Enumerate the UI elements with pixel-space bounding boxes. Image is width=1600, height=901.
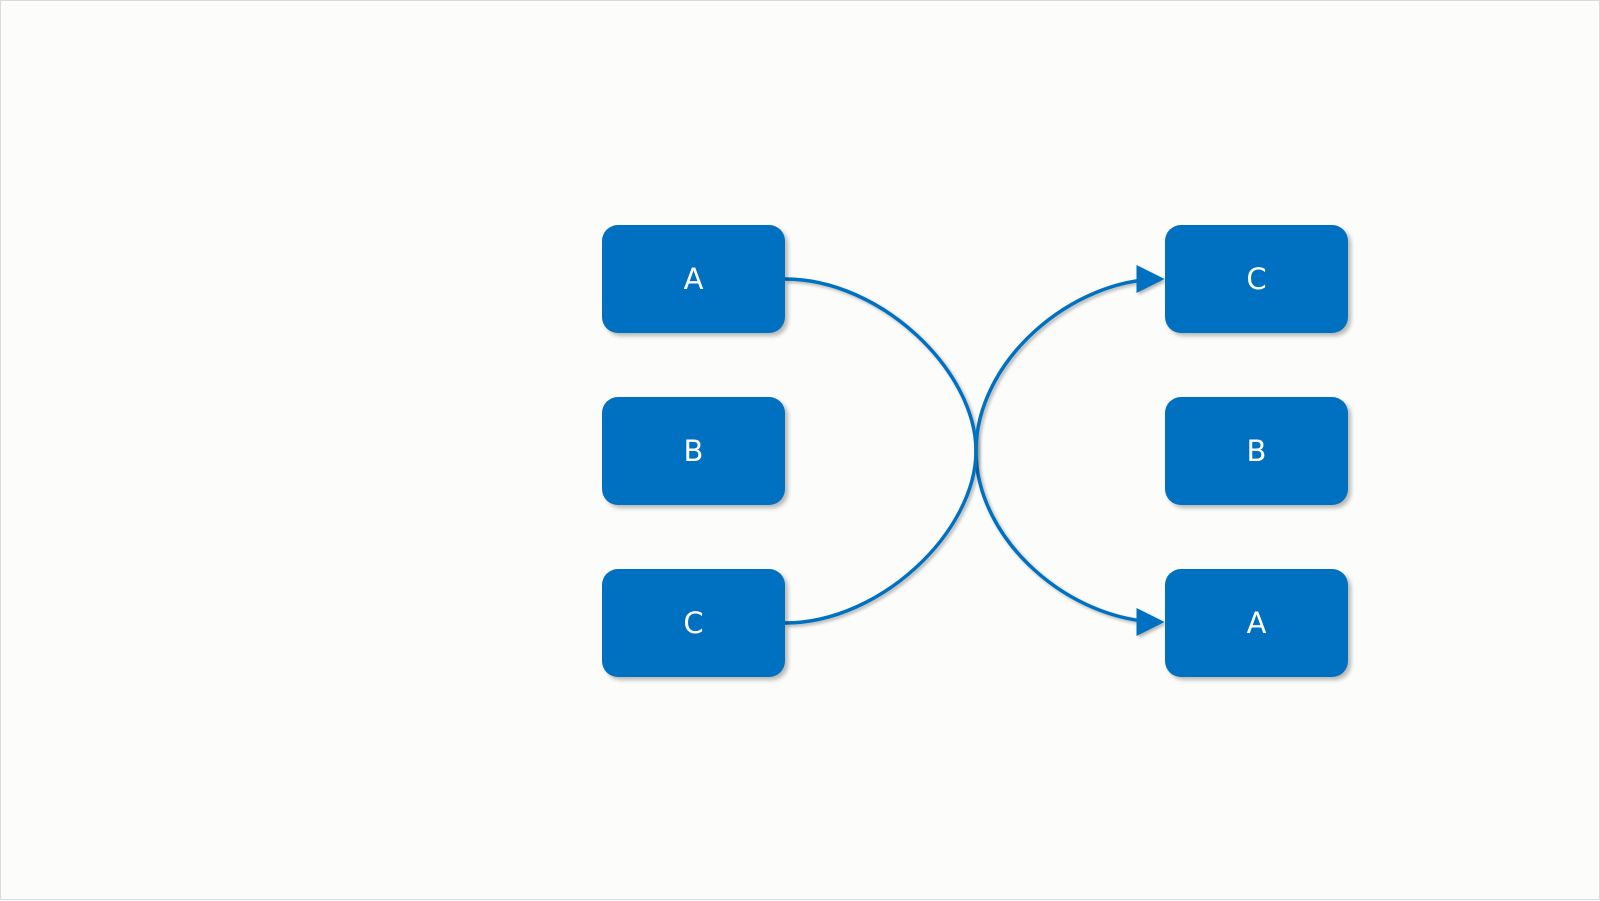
node-left-a[interactable]: A xyxy=(602,225,785,333)
node-right-c[interactable]: C xyxy=(1165,225,1348,333)
node-left-c[interactable]: C xyxy=(602,569,785,677)
node-right-a[interactable]: A xyxy=(1165,569,1348,677)
node-left-b[interactable]: B xyxy=(602,397,785,505)
node-right-b[interactable]: B xyxy=(1165,397,1348,505)
